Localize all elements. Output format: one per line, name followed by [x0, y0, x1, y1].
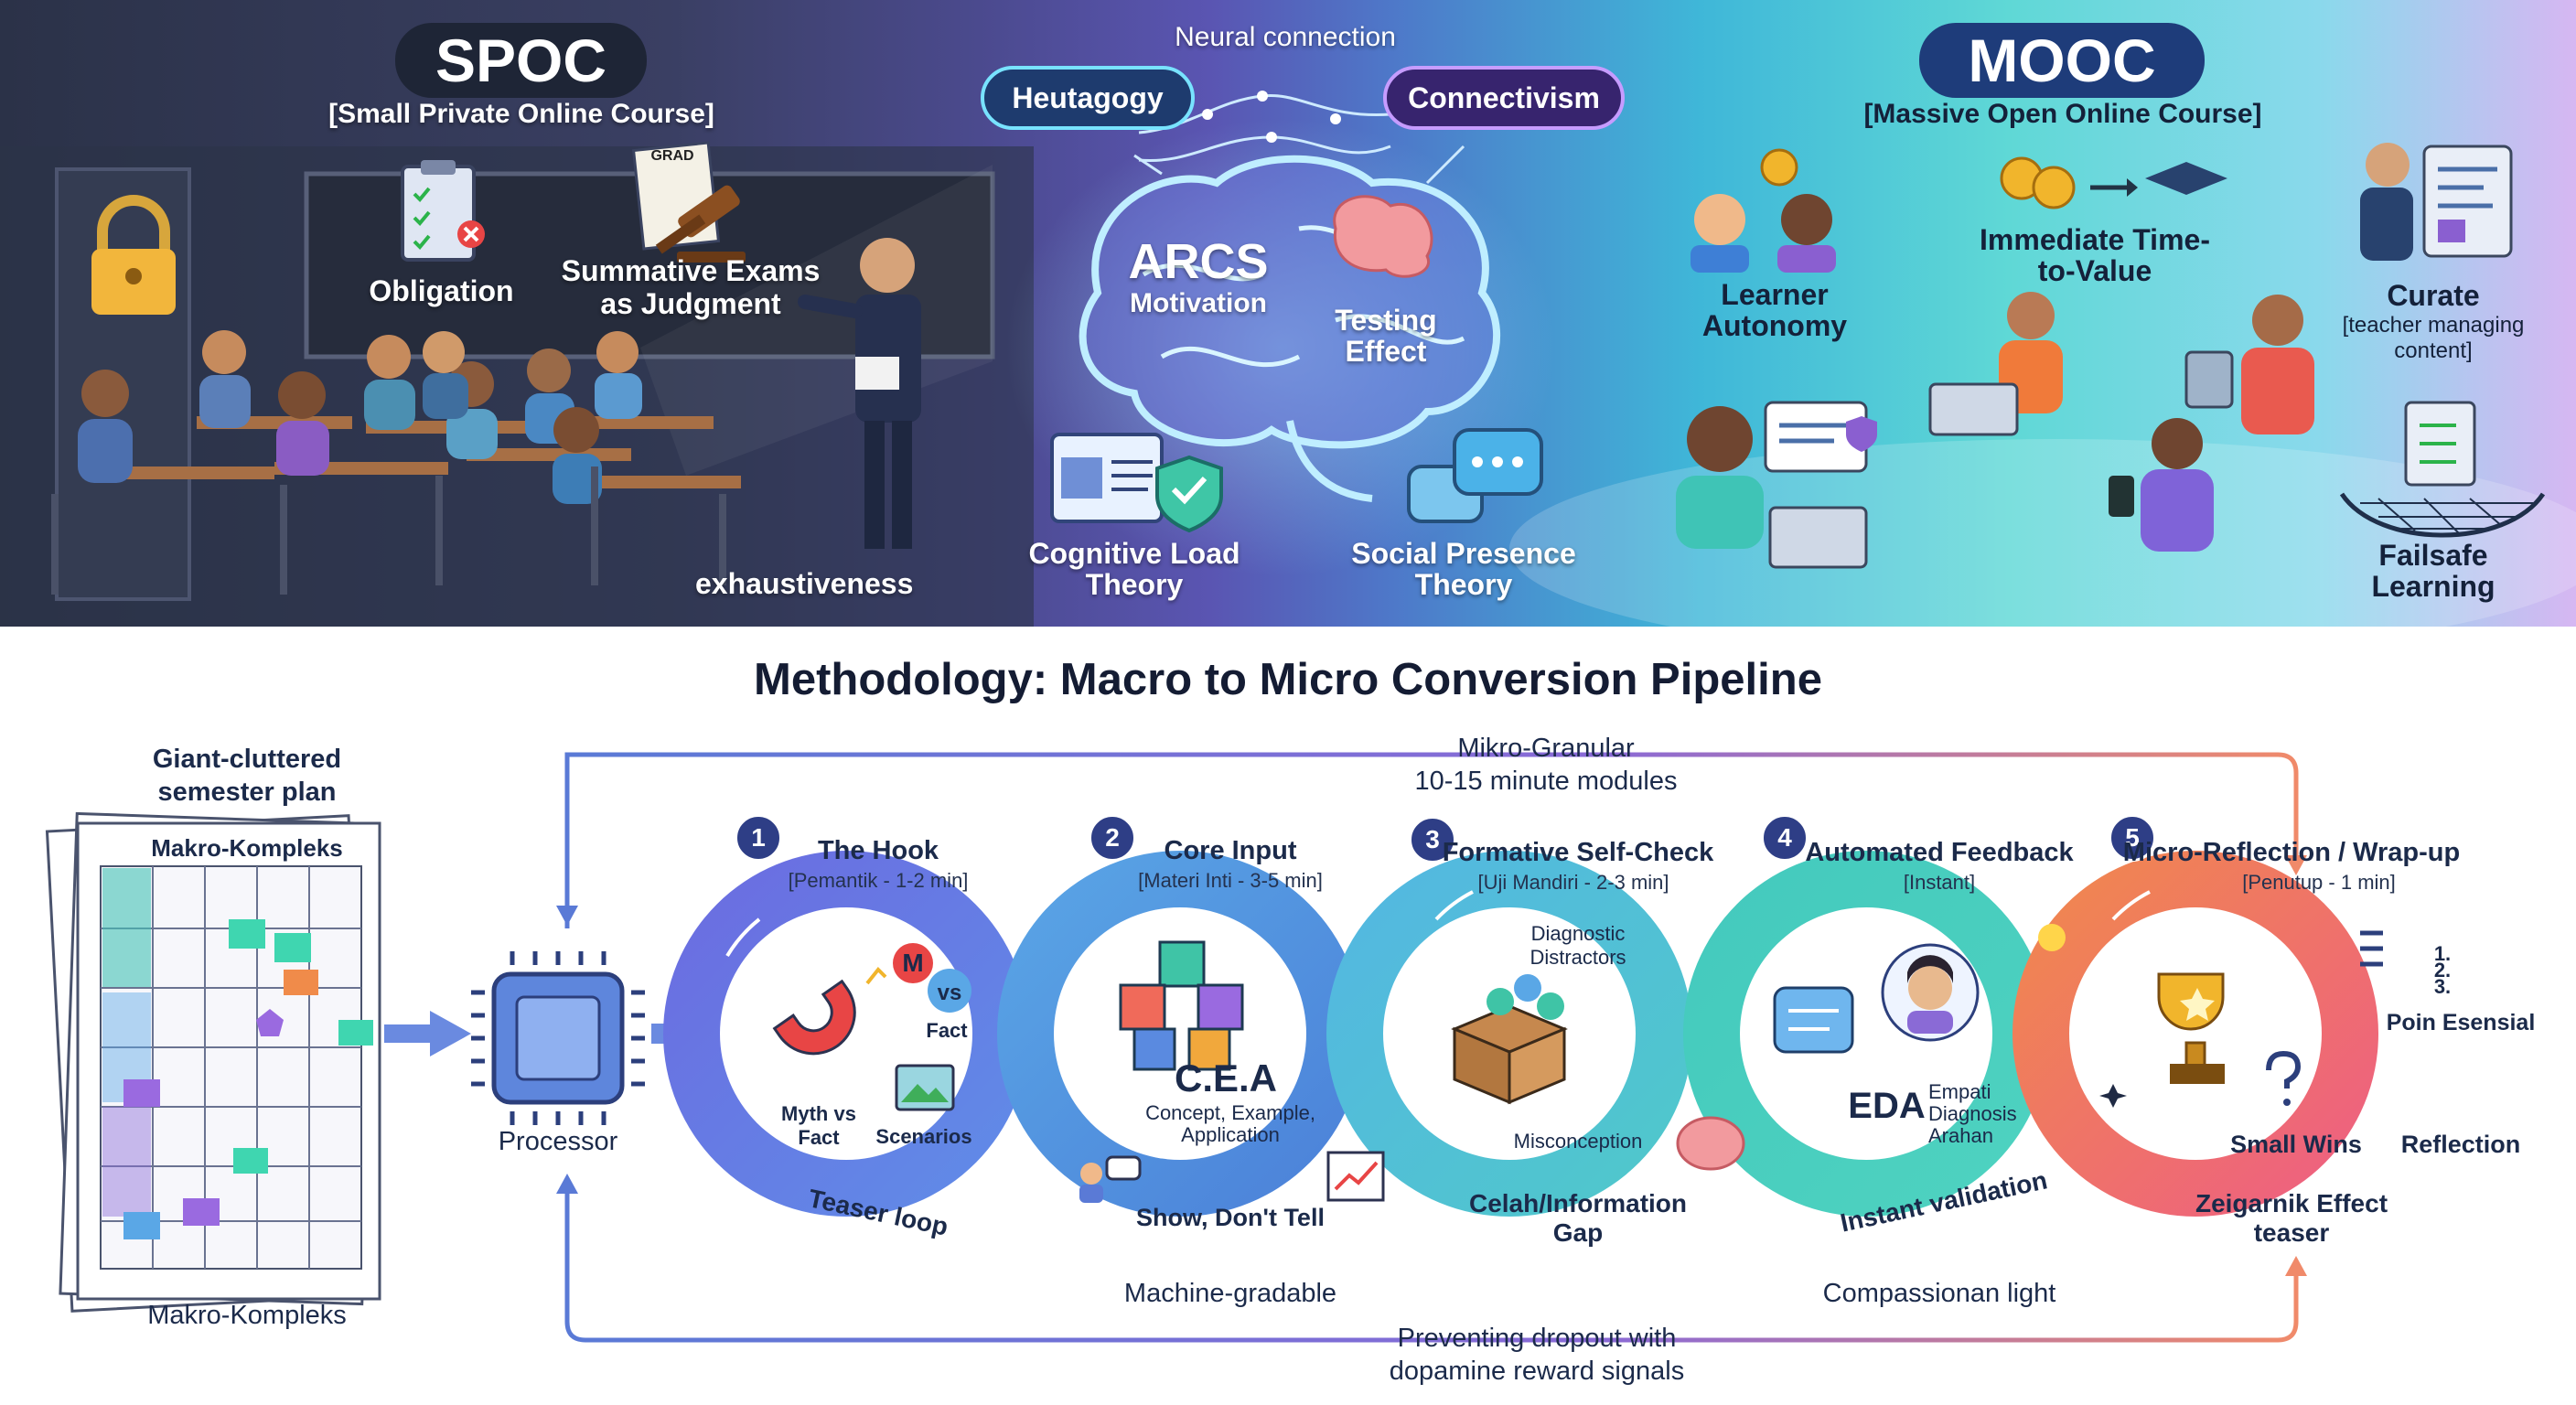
stage-5-badge: 5 — [2109, 814, 2156, 862]
trophy-icon — [2099, 930, 2383, 1108]
stage-2-sub: [Materi Inti - 3-5 min] — [1138, 869, 1323, 892]
presenter-icon — [1080, 1163, 1102, 1185]
stage-3-ring-label: Celah/Information Gap — [1468, 1189, 1687, 1247]
stage-4-sub: [Instant] — [1903, 871, 1976, 894]
curate-sublabel: [teacher managing content] — [2342, 313, 2525, 363]
summative-label: Summative Exams as Judgment — [561, 254, 821, 320]
mooc-subtitle: [Massive Open Online Course] — [1863, 99, 2262, 129]
stage-1-sub: [Pemantik - 1-2 min] — [788, 869, 969, 892]
mooc-title: MOOC — [1919, 23, 2205, 98]
banner-illustration — [0, 91, 2576, 627]
classroom-students — [51, 330, 741, 595]
stage-1-myth-vs-fact: Myth vs Fact — [781, 1102, 856, 1149]
magnet-icon — [772, 943, 971, 1111]
stage-3-distractors: Diagnostic Distractors — [1530, 922, 1626, 969]
failsafe-label: Failsafe Learning — [2371, 539, 2496, 603]
neural-connection-label: Neural connection — [1175, 22, 1396, 52]
stage-1-badge: 1 — [735, 814, 782, 862]
question-box-icon — [1451, 974, 1745, 1171]
pipeline-heading: Methodology: Macro to Micro Conversion P… — [754, 655, 1822, 704]
learner-autonomy-label: Learner Autonomy — [1701, 278, 1848, 342]
stage-1-m: M — [902, 949, 924, 977]
spoc-title: SPOC — [395, 23, 647, 98]
bottom-loop-note: Preventing dropout with dopamine reward … — [1262, 1322, 1811, 1388]
plan-top-label-1: Giant-cluttered — [152, 745, 342, 774]
stage-2-cea-expansion: Concept, Example, Application — [1145, 1101, 1315, 1146]
learner-people — [1676, 143, 2513, 569]
connectivism-pill: Connectivism — [1383, 66, 1625, 130]
stage-5-reflection: Reflection — [2400, 1131, 2521, 1158]
machine-gradable-note: Machine-gradable — [1123, 1279, 1337, 1308]
coins-icon — [1760, 148, 2227, 209]
teacher-figure — [798, 238, 921, 549]
stage-5-list-3: 3. — [2433, 975, 2452, 998]
social-presence-label: Social Presence Theory — [1351, 537, 1576, 601]
stage-1-vs: vs — [937, 981, 962, 1005]
stage-3-misconception: Misconception — [1513, 1130, 1643, 1153]
brain-graphic — [1079, 155, 1501, 502]
stage-5-list-2: 2. — [2433, 959, 2452, 981]
stage-3-sub: [Uji Mandiri - 2-3 min] — [1477, 871, 1669, 894]
stage-3-badge: 3 — [1409, 816, 1456, 863]
plan-top-label-2: semester plan — [157, 778, 337, 807]
stage-4-eda-expansion: Empati Diagnosis Arahan — [1928, 1080, 2017, 1147]
stage-2-ring-label: Show, Don't Tell — [1136, 1204, 1325, 1231]
shield-icon — [1050, 433, 1223, 533]
processor-chip-icon — [471, 951, 645, 1125]
stage-3-title: Formative Self-Check — [1442, 838, 1714, 867]
chart-up-icon — [1326, 1151, 1385, 1202]
stage-5-list-1: 1. — [2433, 942, 2452, 965]
checklist-icon — [401, 160, 485, 262]
top-loop-note-2: 10-15 minute modules — [1414, 767, 1678, 796]
compassion-note: Compassionan light — [1822, 1279, 2056, 1308]
stage-5-small-wins: Small Wins — [2230, 1131, 2362, 1158]
chat-bubbles-icon — [1407, 428, 1543, 523]
exhaustiveness-label: exhaustiveness — [695, 567, 914, 600]
stage-4-eda: EDA — [1848, 1086, 1926, 1126]
stage-5-sub: [Penutup - 1 min] — [2242, 871, 2396, 894]
top-banner: SPOC [Small Private Online Course] Oblig… — [0, 0, 2576, 627]
stage-4-title: Automated Feedback — [1805, 838, 2074, 867]
stage-4-badge: 4 — [1761, 814, 1809, 862]
testing-effect-label: Testing Effect — [1335, 304, 1437, 368]
stage-1-title: The Hook — [817, 836, 939, 865]
arcs-sub: Motivation — [1130, 288, 1267, 318]
gavel-icon — [631, 141, 746, 263]
stage-1-fact: Fact — [926, 1019, 968, 1042]
heutagogy-pill: Heutagogy — [981, 66, 1195, 130]
top-loop-note-1: Mikro-Granular — [1457, 734, 1635, 763]
curate-label: Curate — [2387, 279, 2480, 312]
obligation-label: Obligation — [369, 274, 514, 307]
processor-label: Processor — [498, 1127, 618, 1156]
time-to-value-label: Immediate Time-to-Value — [1980, 223, 2210, 287]
exam-paper-label: GRAD — [650, 148, 694, 164]
bottom-loop-note-2: dopamine reward signals — [1389, 1357, 1685, 1386]
plan-bottom-label: Makro-Kompleks — [147, 1301, 347, 1330]
semester-plan-icon — [45, 811, 381, 1313]
padlock-icon — [91, 195, 176, 315]
cubes-icon — [1119, 940, 1244, 1071]
top-loop-note: Mikro-Granular 10-15 minute modules — [1317, 732, 1775, 798]
stage-2-title: Core Input — [1164, 836, 1297, 865]
plan-top-label: Giant-cluttered semester plan — [91, 743, 402, 809]
stage-1-scenarios: Scenarios — [875, 1125, 972, 1148]
cognitive-load-label: Cognitive Load Theory — [1028, 537, 1240, 601]
bottom-loop-note-1: Preventing dropout with — [1397, 1324, 1677, 1353]
stage-5-ring-label: Zeigarnik Effect teaser — [2195, 1189, 2388, 1247]
feedback-avatar-icon — [1773, 924, 2066, 1054]
stage-2-badge: 2 — [1089, 814, 1136, 862]
pipeline-graphic — [45, 752, 2383, 1343]
plan-header: Makro-Kompleks — [151, 834, 343, 862]
arcs-title: ARCS — [1128, 234, 1269, 289]
stage-5-title: Micro-Reflection / Wrap-up — [2122, 838, 2461, 867]
stage-2-cea: C.E.A — [1174, 1056, 1277, 1099]
spoc-subtitle: [Small Private Online Course] — [328, 99, 714, 129]
stage-5-poin-esensial: Poin Esensial — [2386, 1010, 2536, 1035]
safety-net-icon — [2339, 401, 2546, 538]
